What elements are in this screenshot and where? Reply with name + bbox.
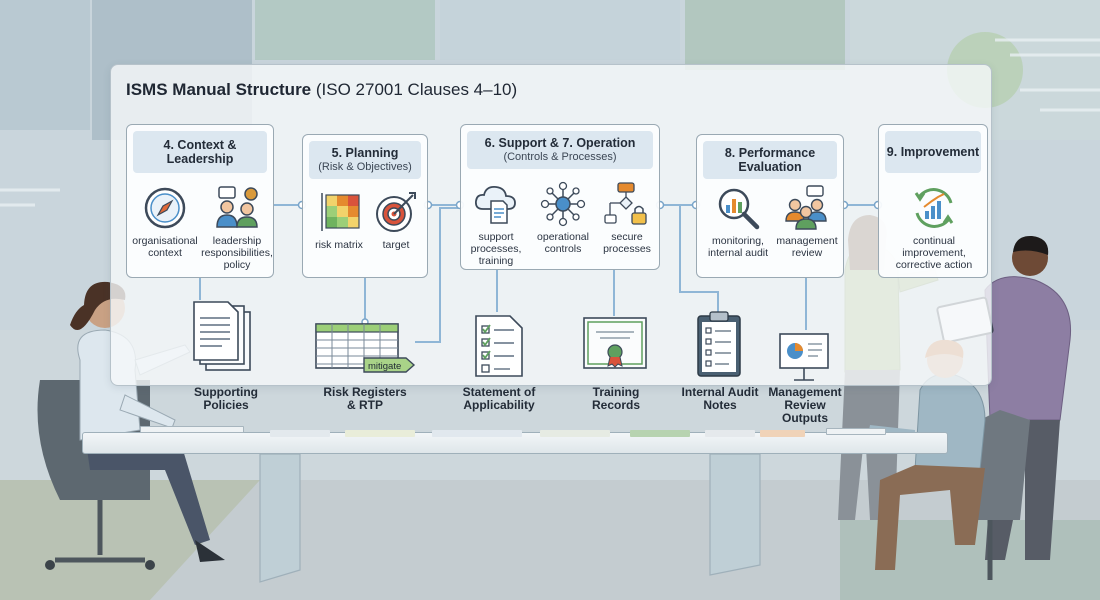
item-monitoring-internal-audit: monitoring, internal audit [701,185,775,259]
section-title: 8. Performance Evaluation [724,146,816,174]
table-paper [826,428,886,435]
section-support-operation: 6. Support & 7. Operation (Controls & Pr… [460,124,660,270]
target-icon [376,192,416,232]
table-paper [630,430,690,437]
item-label: secure processes [603,231,651,255]
section-subtitle: (Risk & Objectives) [318,161,412,173]
table-paper [540,430,610,437]
leadership-team-icon [216,186,258,228]
item-label: organisational context [132,235,198,259]
section-improvement: 9. Improvement continual improvement, co… [878,124,988,278]
item-support-processes: support processes, training [463,181,529,267]
board-title-sub: (ISO 27001 Clauses 4–10) [315,80,518,99]
section-header: 9. Improvement [885,131,981,173]
section-planning: 5. Planning (Risk & Objectives) risk mat… [302,134,428,278]
magnifier-chart-icon [718,188,760,230]
improvement-cycle-icon [914,188,954,228]
section-header: 4. Context & Leadership [133,131,267,173]
clipboard-icon [697,311,741,377]
table-paper [270,430,330,437]
checklist-icon [475,315,523,377]
section-title: 4. Context & Leadership [163,138,237,166]
item-secure-processes: secure processes [595,181,659,255]
item-label: target [382,239,410,251]
item-leadership-responsibilities: leadership responsibilities, policy [201,185,273,271]
item-target: target [367,189,425,251]
network-nodes-icon [540,181,586,227]
doc-label-management-review-outputs: Management Review Outputs [768,385,842,425]
item-label: monitoring, internal audit [707,235,769,259]
section-header: 8. Performance Evaluation [703,141,837,179]
cloud-document-icon [474,186,516,224]
doc-label-internal-audit-notes: Internal Audit Notes [681,385,759,412]
section-context-leadership: 4. Context & Leadership organisational c… [126,124,274,278]
board-title: ISMS Manual Structure (ISO 27001 Clauses… [126,80,517,100]
item-label: leadership responsibilities, policy [201,235,273,271]
item-label: risk matrix [315,239,363,251]
section-header: 6. Support & 7. Operation (Controls & Pr… [467,131,653,169]
item-label: operational controls [537,231,589,255]
item-management-review: management review [773,185,841,259]
section-performance-evaluation: 8. Performance Evaluation monitoring, in… [696,134,844,278]
item-label: support processes, training [470,231,522,267]
table-paper [140,426,244,433]
section-title: 6. Support & 7. Operation [484,136,636,150]
doc-label-statement-of-applicability: Statement of Applicability [462,385,536,412]
board-title-main: ISMS Manual Structure [126,80,312,99]
section-subtitle: (Controls & Processes) [503,151,617,163]
table-paper [432,430,522,437]
table-paper [345,430,415,437]
risk-matrix-icon [321,193,360,231]
section-header: 5. Planning (Risk & Objectives) [309,141,421,179]
meeting-group-icon [785,185,827,230]
compass-icon [144,187,186,229]
item-label: continual improvement, corrective action [895,235,973,271]
doc-label-risk-registers: Risk Registers & RTP [323,385,407,412]
item-label: management review [776,235,838,259]
flowchart-lock-icon [604,182,647,225]
doc-label-supporting-policies: Supporting Policies [194,385,258,412]
presentation-board-icon [779,333,829,381]
section-title: 9. Improvement [886,145,980,159]
item-continual-improvement: continual improvement, corrective action [883,185,985,271]
spreadsheet-icon: mitigate [315,323,416,373]
table-paper [705,430,755,437]
table-paper [760,430,805,437]
mitigate-tag: mitigate [368,361,401,372]
item-operational-controls: operational controls [531,181,595,255]
item-organisational-context: organisational context [129,185,201,259]
section-title: 5. Planning [331,146,399,160]
policy-documents-icon [193,301,251,371]
doc-label-training-records: Training Records [591,385,641,412]
item-risk-matrix: risk matrix [307,189,371,251]
certificate-icon [583,317,647,369]
